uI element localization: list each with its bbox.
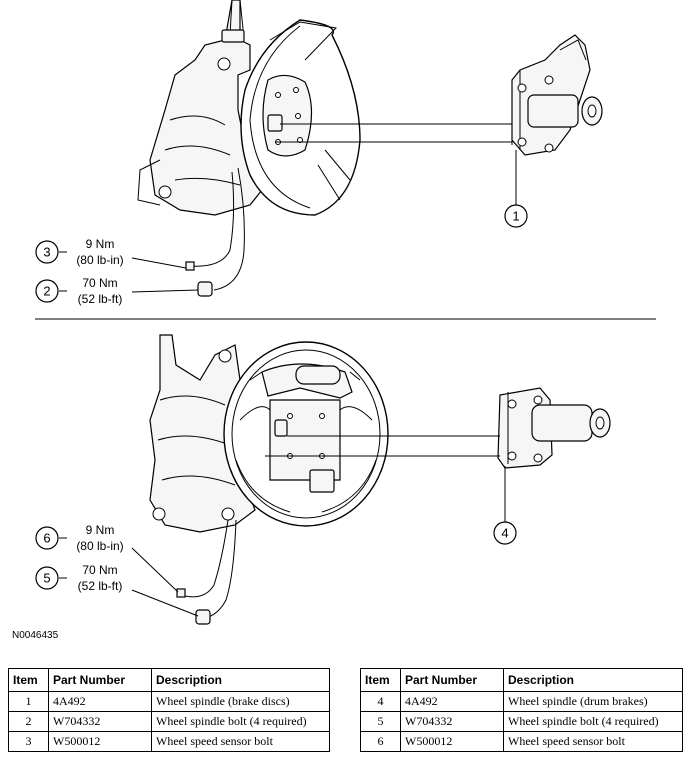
callout-5-num: 5: [43, 571, 50, 586]
exploded-view-diagram: 1 3 9 Nm (80 lb-in) 2 70 Nm (52 lb-ft): [12, 0, 656, 641]
header-description: Description: [151, 668, 330, 692]
header-part-number: Part Number: [400, 668, 504, 692]
header-item: Item: [360, 668, 401, 692]
cell-description: Wheel spindle bolt (4 required): [151, 711, 330, 732]
cell-description: Wheel spindle (drum brakes): [503, 691, 683, 712]
table-row: 2 W704332 Wheel spindle bolt (4 required…: [8, 711, 330, 732]
header-description: Description: [503, 668, 683, 692]
cell-part-number: W704332: [400, 711, 504, 732]
cell-item: 3: [8, 731, 49, 752]
callout-6-torque-nm: 9 Nm: [86, 523, 115, 537]
cell-part-number: W704332: [48, 711, 152, 732]
cell-item: 6: [360, 731, 401, 752]
cell-part-number: 4A492: [400, 691, 504, 712]
table-row: 3 W500012 Wheel speed sensor bolt: [8, 731, 330, 752]
callout-5-torque-nm: 70 Nm: [82, 563, 117, 577]
cell-item: 4: [360, 691, 401, 712]
callout-3-torque-nm: 9 Nm: [86, 237, 115, 251]
bottom-brake-backing-plate: [223, 341, 389, 527]
callout-4-num: 4: [501, 526, 508, 541]
bottom-spindle-bolt: [195, 609, 211, 625]
callout-1: 1: [504, 204, 528, 228]
cell-item: 5: [360, 711, 401, 732]
top-speed-sensor-bolt: [185, 261, 195, 271]
table-row: 1 4A492 Wheel spindle (brake discs): [8, 691, 330, 712]
cell-part-number: 4A492: [48, 691, 152, 712]
cell-description: Wheel spindle bolt (4 required): [503, 711, 683, 732]
cell-description: Wheel speed sensor bolt: [151, 731, 330, 752]
top-knuckle: [137, 0, 263, 216]
callout-5-torque-imperial: (52 lb-ft): [78, 579, 123, 593]
callout-6-num: 6: [43, 531, 50, 546]
table-row: 4 4A492 Wheel spindle (drum brakes): [360, 691, 683, 712]
table-header-row: Item Part Number Description: [8, 668, 330, 692]
top-illustration: [131, 0, 603, 297]
bottom-sensor-wire: [184, 519, 229, 598]
top-dust-shield: [240, 19, 361, 216]
callout-3: 3 9 Nm (80 lb-in): [35, 237, 124, 267]
callout-5: 5 70 Nm (52 lb-ft): [35, 563, 123, 593]
header-part-number: Part Number: [48, 668, 152, 692]
bottom-knuckle: [149, 334, 256, 533]
table-header-row: Item Part Number Description: [360, 668, 683, 692]
top-spindle-bolt: [197, 281, 213, 297]
callout-2-torque-imperial: (52 lb-ft): [78, 292, 123, 306]
table-row: 6 W500012 Wheel speed sensor bolt: [360, 731, 683, 752]
top-sensor-wire: [213, 167, 245, 291]
bottom-wheel-spindle: [497, 387, 611, 469]
bottom-speed-sensor-bolt: [176, 588, 186, 598]
callout-6: 6 9 Nm (80 lb-in): [35, 523, 124, 553]
callout-3-num: 3: [43, 245, 50, 260]
callout-2-num: 2: [43, 284, 50, 299]
cell-item: 2: [8, 711, 49, 732]
callout-2: 2 70 Nm (52 lb-ft): [35, 276, 123, 306]
cell-description: Wheel speed sensor bolt: [503, 731, 683, 752]
callout-1-num: 1: [512, 209, 519, 224]
callout-6-torque-imperial: (80 lb-in): [76, 539, 123, 553]
cell-part-number: W500012: [48, 731, 152, 752]
callout-3-torque-imperial: (80 lb-in): [76, 253, 123, 267]
callout-4: 4: [493, 521, 517, 545]
top-wheel-spindle: [511, 34, 603, 156]
cell-part-number: W500012: [400, 731, 504, 752]
cell-item: 1: [8, 691, 49, 712]
table-row: 5 W704332 Wheel spindle bolt (4 required…: [360, 711, 683, 732]
cell-description: Wheel spindle (brake discs): [151, 691, 330, 712]
parts-table-disc: Item Part Number Description 1 4A492 Whe…: [8, 668, 330, 752]
bottom-illustration: [131, 334, 611, 625]
callout-2-torque-nm: 70 Nm: [82, 276, 117, 290]
header-item: Item: [8, 668, 49, 692]
parts-table-drum: Item Part Number Description 4 4A492 Whe…: [360, 668, 683, 752]
illustration-reference-code: N0046435: [12, 630, 59, 641]
